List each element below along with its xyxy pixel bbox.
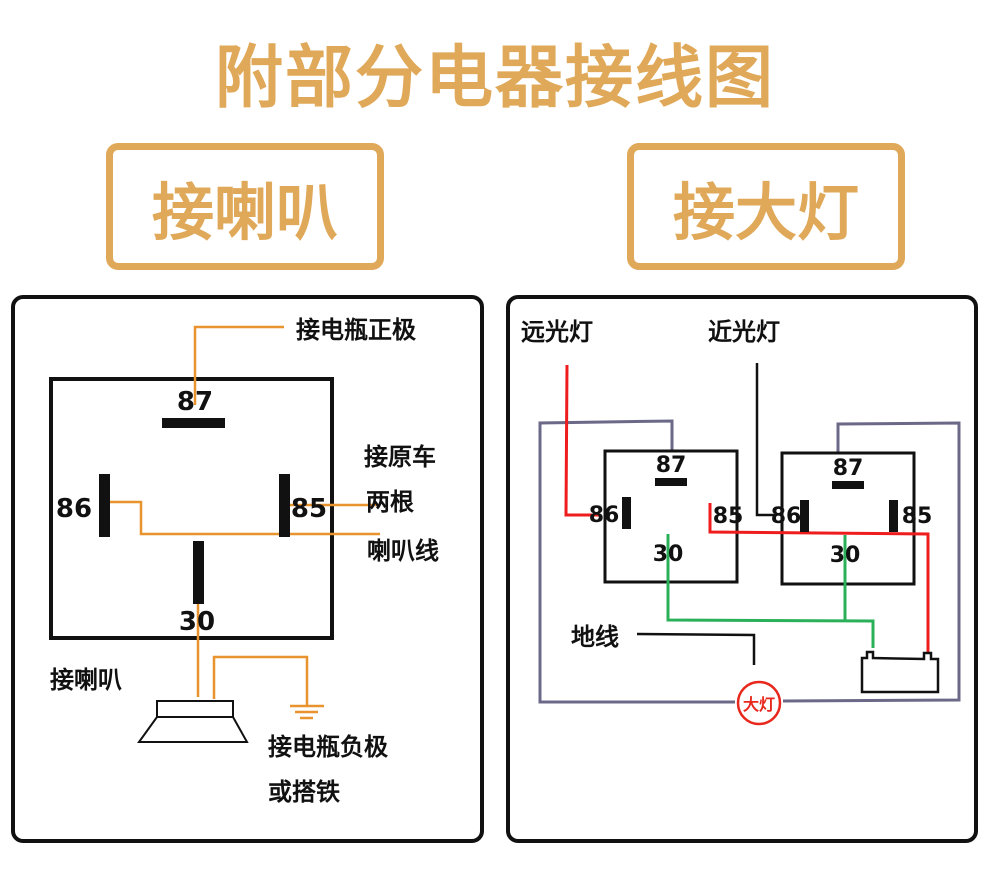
wire-87-to-battery-positive	[193, 325, 284, 405]
relay1-pin-86-label: 86	[589, 503, 620, 528]
headlight-relay-diagram: 87 86 85 30 87 86 85 30 大灯 远光灯 近光灯 地线	[506, 295, 978, 843]
wire-relay2-87-to-headlight	[782, 421, 961, 703]
wire-relay1-87-to-headlight	[538, 419, 735, 704]
wire-86-to-horn-line	[110, 500, 380, 536]
wire-relay1-85-to-battery	[708, 503, 930, 653]
horn-section-tag: 接喇叭	[106, 143, 384, 270]
page-title: 附部分电器接线图	[214, 39, 775, 118]
pin-86-label: 86	[56, 494, 92, 524]
headlight-section-tag: 接大灯	[627, 143, 905, 270]
pin-30-label: 30	[179, 607, 215, 637]
relay1-pin-85-label: 85	[713, 504, 744, 529]
headlight-icon	[736, 680, 782, 726]
pin-86-bar	[99, 474, 110, 537]
original-horn-label-3: 喇叭线	[367, 537, 439, 565]
battery-icon	[860, 650, 940, 694]
relay-2-body	[780, 451, 916, 586]
pin-87-bar	[162, 418, 225, 428]
relay2-pin-85-bar	[889, 500, 898, 532]
relay2-pin-30-label: 30	[830, 543, 861, 568]
relay2-pin-85-label: 85	[902, 504, 933, 529]
horn-relay-body	[49, 377, 334, 640]
wire-low-beam	[755, 363, 775, 517]
relay-1-body	[603, 449, 739, 584]
wire-horn-to-ground	[212, 655, 309, 706]
horn-relay-diagram: 87 86 85 30 接电瓶正极 接原车 两根 喇叭线 接喇叭 接电瓶负极 或…	[11, 295, 484, 843]
original-horn-label-1: 接原车	[364, 443, 436, 471]
original-horn-label-2: 两根	[366, 488, 414, 516]
horn-cone-icon	[137, 716, 249, 743]
pin-30-bar	[193, 541, 204, 604]
relay1-pin-86-bar	[622, 497, 631, 529]
pin-85-label: 85	[291, 494, 327, 524]
horn-label: 接喇叭	[50, 666, 122, 694]
chassis-ground-label: 或搭铁	[268, 778, 340, 806]
headlight-label: 大灯	[743, 695, 775, 714]
battery-positive-label: 接电瓶正极	[296, 316, 416, 344]
wire-high-beam	[564, 364, 600, 517]
wire-relay1-30-ground	[666, 534, 875, 648]
relay1-pin-87-label: 87	[656, 453, 687, 478]
high-beam-label: 远光灯	[521, 318, 593, 346]
right-panel-frame	[506, 295, 978, 843]
relay2-pin-86-label: 86	[771, 504, 802, 529]
ground-label: 地线	[571, 623, 619, 651]
ground-pointer	[636, 632, 756, 665]
pin-85-bar	[279, 474, 290, 537]
relay2-pin-87-label: 87	[833, 456, 864, 481]
relay1-pin-30-label: 30	[653, 542, 684, 567]
low-beam-label: 近光灯	[708, 318, 780, 346]
battery-negative-label: 接电瓶负极	[268, 733, 388, 761]
pin-87-label: 87	[177, 387, 213, 417]
horn-top	[156, 700, 234, 718]
relay2-pin-87-bar	[832, 481, 864, 489]
relay1-pin-87-bar	[655, 478, 687, 486]
left-panel-frame	[11, 295, 484, 843]
relay2-pin-86-bar	[800, 500, 809, 532]
